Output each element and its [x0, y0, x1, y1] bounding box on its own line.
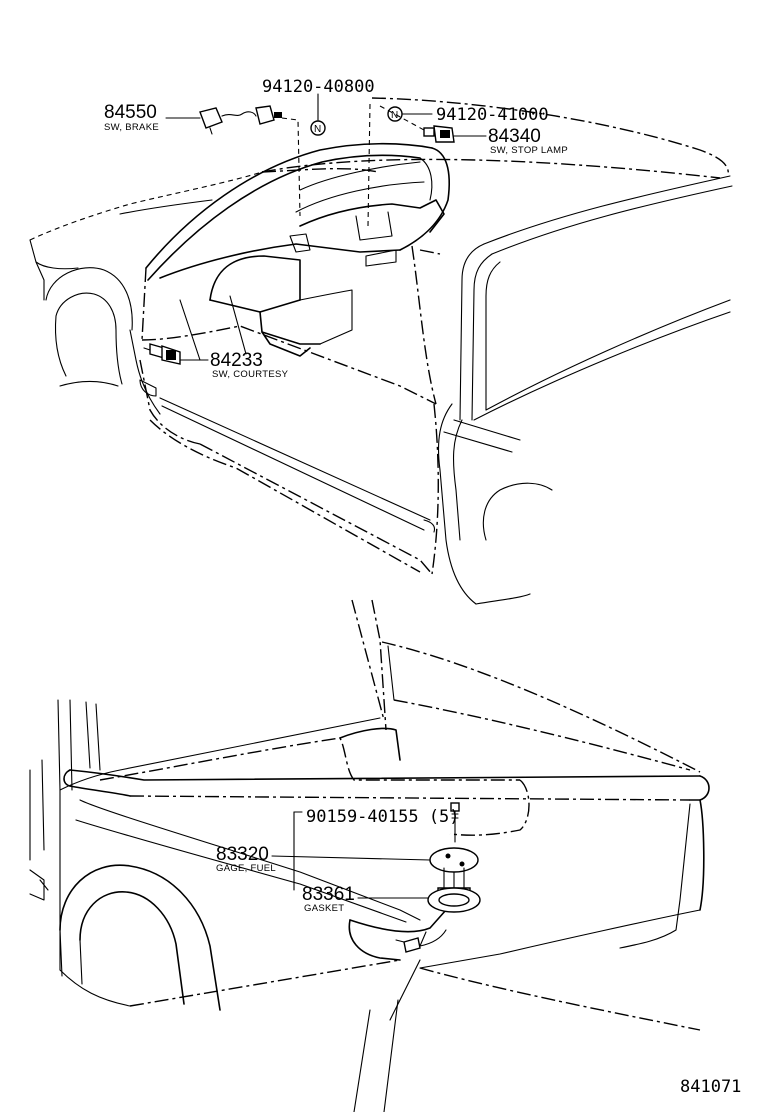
fuel-gage-name: GAGE, FUEL — [216, 863, 276, 874]
fuel-gage-part-number: 83320 — [216, 844, 269, 865]
stop-lamp-switch-part — [423, 125, 455, 143]
front-door — [139, 167, 441, 575]
cab-outline — [261, 97, 733, 605]
brake-switch-part-number: 84550 — [104, 102, 157, 123]
gasket-name: GASKET — [304, 903, 344, 914]
gasket-part-number: 83361 — [302, 884, 355, 905]
svg-text:N: N — [314, 124, 321, 135]
courtesy-switch-name: SW, COURTESY — [212, 369, 289, 380]
gasket-part — [427, 887, 481, 913]
dashboard — [145, 142, 450, 361]
courtesy-switch-part — [143, 343, 181, 365]
brake-switch-leader — [165, 117, 301, 217]
nut-symbol-40800: N — [310, 120, 326, 136]
screw-part — [450, 802, 460, 843]
nut-41000-part-number: 94120-41000 — [436, 105, 549, 125]
nut-41000-leader — [367, 103, 433, 227]
brake-switch-name: SW, BRAKE — [104, 122, 159, 133]
truck-bed — [29, 599, 710, 1112]
nut-40800-part-number: 94120-40800 — [262, 77, 375, 97]
brake-switch-part — [199, 105, 282, 135]
lower-leaders — [271, 811, 431, 899]
screw-part-number: 90159-40155 (5) — [306, 807, 460, 827]
stop-lamp-switch-name: SW, STOP LAMP — [490, 145, 568, 156]
courtesy-switch-part-number: 84233 — [210, 350, 263, 371]
diagram-reference-number: 841071 — [680, 1077, 741, 1097]
nut-symbol-41000: N — [387, 106, 403, 122]
svg-text:N: N — [391, 110, 398, 121]
stop-lamp-switch-part-number: 84340 — [488, 126, 541, 147]
hood-fender — [29, 171, 263, 415]
